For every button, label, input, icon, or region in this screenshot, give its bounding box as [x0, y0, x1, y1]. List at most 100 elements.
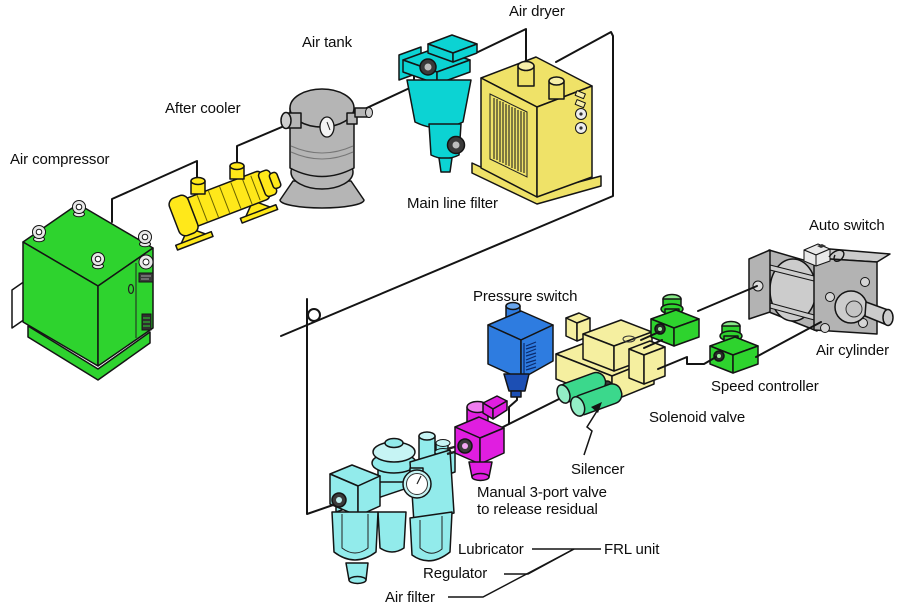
dryer-port	[548, 76, 565, 100]
frl-unit	[329, 431, 459, 585]
controller-body-side	[673, 318, 700, 347]
head-nut	[825, 292, 835, 302]
label-air-tank: Air tank	[302, 34, 353, 51]
pipe-sc2-to-cylinder	[755, 321, 822, 358]
label-manual-valve-line1: Manual 3-port valve	[477, 484, 607, 501]
pressure-switch-connector	[503, 373, 530, 392]
frl-bowl-inner-line	[341, 514, 369, 554]
dryer-port	[517, 60, 535, 87]
auto-switch-sensor	[803, 243, 845, 267]
pipe-dryer-downline	[280, 31, 614, 337]
pipe-sc1-to-cylinder	[697, 285, 758, 312]
cylinder-boss-center	[845, 300, 863, 318]
frl-drain-tip	[348, 575, 367, 585]
after-cooler	[168, 161, 282, 251]
air-dryer	[471, 56, 602, 205]
main-line-filter	[398, 34, 478, 173]
label-pressure-switch: Pressure switch	[473, 288, 578, 305]
valve-arm-side	[492, 400, 508, 420]
after-cooler-end-cap	[168, 194, 199, 237]
compressor-gauge-icon	[138, 254, 154, 283]
filter-cap-side	[452, 43, 478, 63]
tank-weld-seam	[290, 145, 354, 154]
label-air-filter: Air filter	[385, 589, 435, 606]
speed-controller-2	[709, 320, 759, 374]
label-manual-valve-line2: to release residual	[477, 501, 598, 518]
after-cooler-foot-base	[174, 230, 214, 251]
frl-gauge-icon	[402, 467, 432, 499]
label-silencer: Silencer	[571, 461, 625, 478]
speed-controller-1	[650, 293, 700, 347]
dryer-side-controls	[574, 90, 587, 134]
tank-gauge-icon	[319, 116, 335, 138]
pipe-filter-to-dryer	[477, 28, 527, 71]
filter-drain-port-center	[452, 141, 460, 149]
tank-inlet-port	[280, 111, 302, 130]
after-cooler-body-group	[168, 169, 282, 251]
air-tank	[279, 88, 373, 209]
filter-inlet-port-center	[424, 63, 432, 71]
pipes-front	[640, 285, 822, 370]
compressor-handle	[127, 283, 135, 295]
piston-rod-tip	[882, 308, 894, 327]
tank-outlet-valve	[346, 107, 373, 125]
lifting-eye-icon	[72, 200, 86, 218]
pressure-switch-stub-top	[505, 301, 521, 311]
silencer-leader	[583, 410, 598, 456]
frl-inlet-port-center	[336, 497, 342, 503]
solenoid-valve	[555, 312, 666, 402]
label-regulator: Regulator	[423, 565, 488, 582]
after-cooler-end-fitting	[268, 171, 282, 190]
after-cooler-port	[229, 161, 245, 180]
label-frl-unit: FRL unit	[604, 541, 660, 558]
valve-port-center	[462, 443, 468, 449]
lifting-eye-icon	[32, 225, 46, 243]
tank-skirt	[279, 180, 365, 209]
solenoid-tab-front	[565, 317, 578, 342]
pressure-switch-scale	[523, 341, 537, 374]
frl-regulator-caps	[371, 437, 417, 483]
pressure-switch	[487, 301, 554, 398]
pipe-crossing-loop	[307, 308, 321, 322]
auto-switch-wire	[828, 249, 845, 262]
frl-filter-bowl	[331, 511, 379, 561]
label-after-cooler: After cooler	[165, 100, 241, 117]
controller-port-center	[717, 354, 721, 358]
label-air-cylinder: Air cylinder	[816, 342, 889, 359]
dryer-vent-panel	[489, 93, 528, 178]
pressure-switch-connector-tip	[510, 390, 522, 398]
pipe-solenoid-to-sc1-coupling	[640, 331, 663, 349]
manual-3-port-valve	[454, 395, 508, 482]
solenoid-coil-front	[628, 348, 645, 385]
after-cooler-port	[190, 176, 206, 195]
silencer-muffler	[556, 371, 607, 404]
compressor-base-skirt	[27, 325, 151, 381]
head-nut	[860, 277, 870, 287]
pipe-solenoid-to-sc2	[657, 356, 717, 370]
silencers	[556, 371, 623, 417]
head-nut	[820, 323, 830, 333]
pipe-drop-to-frl	[306, 298, 337, 515]
compressor-vent-grille	[141, 313, 152, 331]
air-cylinder	[748, 243, 894, 335]
air-filter-leader	[448, 548, 575, 598]
silencer-arrowhead-icon	[591, 402, 602, 413]
label-solenoid-valve: Solenoid valve	[649, 409, 746, 426]
controller-body-side	[732, 345, 759, 374]
label-air-dryer: Air dryer	[509, 3, 565, 20]
label-air-compressor: Air compressor	[10, 151, 110, 168]
label-manual-valve: Manual 3-port valve to release residual	[477, 484, 607, 518]
label-lubricator: Lubricator	[458, 541, 524, 558]
filter-drain-stub	[438, 157, 453, 173]
after-cooler-foot-base	[239, 204, 279, 224]
air-compressor	[11, 200, 154, 381]
pipe-compressor-to-aftercooler	[111, 160, 198, 223]
valve-body-side	[479, 427, 505, 465]
solenoid-coil-side	[643, 346, 666, 385]
silencer-muffler	[569, 383, 623, 417]
label-auto-switch: Auto switch	[809, 217, 885, 234]
label-speed-controller: Speed controller	[711, 378, 819, 395]
frl-bowl-inner-line	[419, 516, 443, 554]
